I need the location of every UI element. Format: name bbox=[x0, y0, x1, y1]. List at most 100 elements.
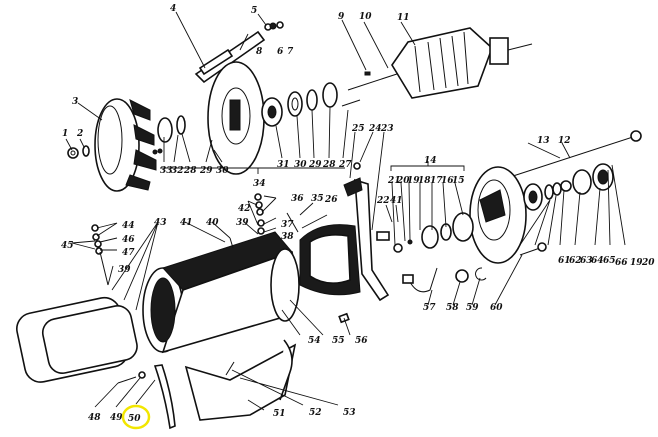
part-through-bolt-12 bbox=[509, 130, 642, 178]
label-50: 50 bbox=[128, 414, 141, 424]
label-62: 62 bbox=[569, 256, 582, 266]
part-terminal-stack-36-42 bbox=[254, 193, 265, 235]
label-31: 31 bbox=[277, 160, 290, 170]
label-60: 60 bbox=[490, 303, 503, 313]
label-65: 65 bbox=[603, 256, 616, 266]
part-ring-59 bbox=[475, 267, 487, 281]
part-washer-49 bbox=[138, 371, 146, 379]
label-41a: 41 bbox=[180, 218, 193, 228]
part-mounting-bracket-51 bbox=[184, 343, 297, 421]
label-7: 7 bbox=[287, 47, 294, 57]
label-52: 52 bbox=[309, 408, 322, 418]
label-55: 55 bbox=[332, 336, 345, 346]
label-43: 43 bbox=[154, 218, 167, 228]
part-end-shield-30 bbox=[207, 61, 265, 175]
part-yoke-housing bbox=[142, 231, 300, 354]
label-59: 59 bbox=[466, 303, 479, 313]
part-band-cover-26 bbox=[299, 224, 361, 296]
label-46: 46 bbox=[122, 235, 135, 245]
label-1: 1 bbox=[62, 129, 68, 139]
part-cap-66 bbox=[592, 163, 614, 191]
part-clip-25 bbox=[343, 177, 363, 197]
label-17: 17 bbox=[430, 176, 443, 186]
label-18: 18 bbox=[418, 176, 431, 186]
part-support-53 bbox=[279, 339, 293, 401]
label-63: 63 bbox=[580, 256, 593, 266]
label-21: 21 bbox=[387, 176, 401, 186]
part-bolt-52 bbox=[225, 361, 235, 376]
label-28b: 28 bbox=[322, 160, 336, 170]
part-labels: 1 2 3 4 5 6 7 8 9 10 11 12 13 14 15 16 1… bbox=[61, 4, 655, 424]
label-28a: 28 bbox=[183, 166, 197, 176]
label-57: 57 bbox=[423, 303, 436, 313]
label-54: 54 bbox=[308, 336, 321, 346]
part-nut-58 bbox=[455, 269, 469, 283]
label-29b: 29 bbox=[308, 160, 322, 170]
label-58: 58 bbox=[446, 303, 459, 313]
label-27: 27 bbox=[338, 160, 352, 170]
part-field-coils-43 bbox=[16, 296, 138, 383]
label-20b: 20 bbox=[641, 258, 655, 268]
label-13: 13 bbox=[537, 136, 550, 146]
label-53: 53 bbox=[343, 408, 356, 418]
part-washer-2 bbox=[82, 145, 90, 157]
label-49: 49 bbox=[110, 413, 123, 423]
label-40: 40 bbox=[206, 218, 219, 228]
label-48: 48 bbox=[88, 413, 101, 423]
label-4: 4 bbox=[170, 4, 176, 14]
label-36: 36 bbox=[291, 194, 304, 204]
part-brush-57 bbox=[402, 267, 438, 293]
label-11: 11 bbox=[397, 13, 410, 23]
label-22: 22 bbox=[376, 196, 390, 206]
label-39a: 39 bbox=[236, 218, 249, 228]
label-26: 26 bbox=[324, 195, 338, 205]
label-45: 45 bbox=[61, 241, 74, 251]
label-19a: 19 bbox=[407, 176, 420, 186]
part-commutator-end-shield bbox=[469, 166, 527, 264]
part-ring-29a bbox=[176, 115, 186, 135]
part-pulley-3 bbox=[94, 98, 157, 192]
label-33: 33 bbox=[160, 166, 173, 176]
part-small-cover-28a bbox=[157, 117, 173, 143]
part-brush-holders-15-21 bbox=[376, 212, 474, 253]
label-44: 44 bbox=[122, 221, 135, 231]
label-47: 47 bbox=[122, 248, 135, 258]
highlight-circle-50 bbox=[121, 404, 151, 430]
label-38: 38 bbox=[281, 232, 294, 242]
label-15: 15 bbox=[452, 176, 465, 186]
part-bearing-31 bbox=[261, 97, 283, 127]
part-armature-11 bbox=[347, 27, 533, 99]
label-32: 32 bbox=[171, 166, 184, 176]
label-25: 25 bbox=[351, 124, 365, 134]
part-screw-35 bbox=[286, 212, 299, 233]
label-14: 14 bbox=[424, 156, 437, 166]
label-8: 8 bbox=[256, 47, 263, 57]
part-nut-1 bbox=[67, 147, 79, 159]
label-24: 24 bbox=[368, 124, 382, 134]
label-56: 56 bbox=[355, 336, 368, 346]
label-35: 35 bbox=[311, 194, 324, 204]
label-5: 5 bbox=[251, 6, 257, 16]
label-10: 10 bbox=[359, 12, 372, 22]
part-bracket-arm-4 bbox=[194, 30, 266, 84]
leader-lines bbox=[65, 11, 626, 411]
label-2: 2 bbox=[76, 129, 83, 139]
label-66: 66 bbox=[615, 258, 628, 268]
label-42: 42 bbox=[238, 204, 251, 214]
label-34: 34 bbox=[253, 179, 266, 189]
part-terminal-stack-44-47 bbox=[91, 224, 109, 286]
part-strap-50 bbox=[153, 364, 176, 430]
label-12: 12 bbox=[558, 136, 571, 146]
label-39b: 39 bbox=[118, 265, 131, 275]
part-bracket-23 bbox=[354, 178, 390, 302]
part-bolt-48 bbox=[117, 376, 137, 384]
label-30b: 30 bbox=[294, 160, 307, 170]
part-washer-33-32 bbox=[152, 148, 163, 155]
label-51: 51 bbox=[273, 409, 286, 419]
part-bolts-5-6-7 bbox=[264, 21, 284, 31]
label-16: 16 bbox=[441, 176, 454, 186]
part-washers-62-63-64 bbox=[544, 180, 572, 200]
label-3: 3 bbox=[72, 97, 78, 107]
part-screw-27 bbox=[341, 99, 361, 107]
